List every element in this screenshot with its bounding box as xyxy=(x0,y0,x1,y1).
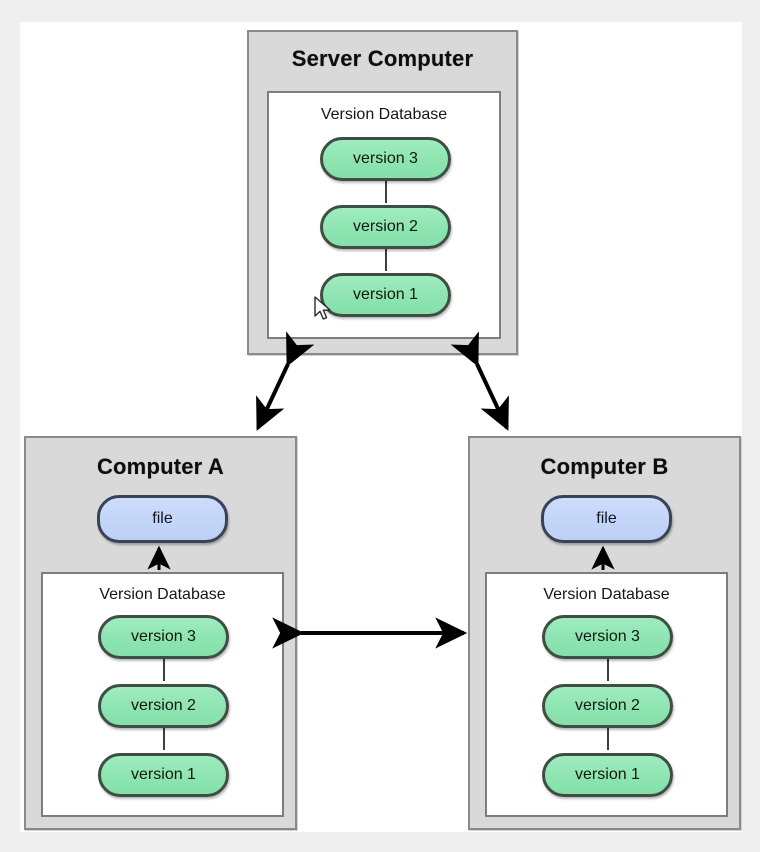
computer-b-version-2[interactable]: version 2 xyxy=(542,684,673,728)
computer-a-version-database: Version Database version 3 version 2 ver… xyxy=(41,572,284,817)
computer-b-version-link-2-1 xyxy=(607,726,609,750)
server-version-link-3-2 xyxy=(385,179,387,203)
arrow-server-to-computer-b xyxy=(450,331,509,431)
server-version-database-title: Version Database xyxy=(320,106,448,123)
computer-b-version-database: Version Database version 3 version 2 ver… xyxy=(485,572,728,817)
server-version-3[interactable]: version 3 xyxy=(320,137,451,181)
computer-b-title: Computer B xyxy=(540,454,669,479)
computer-b-version-3[interactable]: version 3 xyxy=(542,615,673,659)
arrow-server-to-computer-a xyxy=(256,331,315,431)
server-version-2[interactable]: version 2 xyxy=(320,205,451,249)
computer-b-version-3-label: version 3 xyxy=(575,628,640,645)
computer-a-version-1-label: version 1 xyxy=(131,766,196,783)
mouse-cursor-icon xyxy=(314,296,331,320)
server-version-2-label: version 2 xyxy=(353,218,418,235)
computer-a-version-2[interactable]: version 2 xyxy=(98,684,229,728)
computer-a-title: Computer A xyxy=(96,454,225,479)
computer-a-version-link-2-1 xyxy=(163,726,165,750)
server-version-1-label: version 1 xyxy=(353,286,418,303)
computer-b-version-2-label: version 2 xyxy=(575,697,640,714)
server-computer-panel: Server Computer Version Database version… xyxy=(247,30,518,355)
diagram-canvas: Server Computer Version Database version… xyxy=(20,22,742,832)
computer-a-version-database-title: Version Database xyxy=(99,586,226,603)
computer-a-file[interactable]: file xyxy=(97,495,228,543)
server-version-link-2-1 xyxy=(385,247,387,271)
computer-b-version-link-3-2 xyxy=(607,657,609,681)
computer-b-version-1[interactable]: version 1 xyxy=(542,753,673,797)
computer-b-version-database-title: Version Database xyxy=(543,586,670,603)
server-version-3-label: version 3 xyxy=(353,150,418,167)
computer-b-file-label: file xyxy=(596,510,617,527)
computer-a-version-3-label: version 3 xyxy=(131,628,196,645)
computer-a-version-link-3-2 xyxy=(163,657,165,681)
computer-a-file-label: file xyxy=(152,510,173,527)
computer-b-panel: Computer B file Version Database version… xyxy=(468,436,741,830)
server-computer-title: Server Computer xyxy=(291,46,474,71)
computer-a-version-1[interactable]: version 1 xyxy=(98,753,229,797)
computer-b-file[interactable]: file xyxy=(541,495,672,543)
computer-b-version-1-label: version 1 xyxy=(575,766,640,783)
server-version-database: Version Database version 3 version 2 ver… xyxy=(267,91,501,339)
server-version-1[interactable]: version 1 xyxy=(320,273,451,317)
computer-a-version-2-label: version 2 xyxy=(131,697,196,714)
computer-a-panel: Computer A file Version Database version… xyxy=(24,436,297,830)
computer-a-version-3[interactable]: version 3 xyxy=(98,615,229,659)
